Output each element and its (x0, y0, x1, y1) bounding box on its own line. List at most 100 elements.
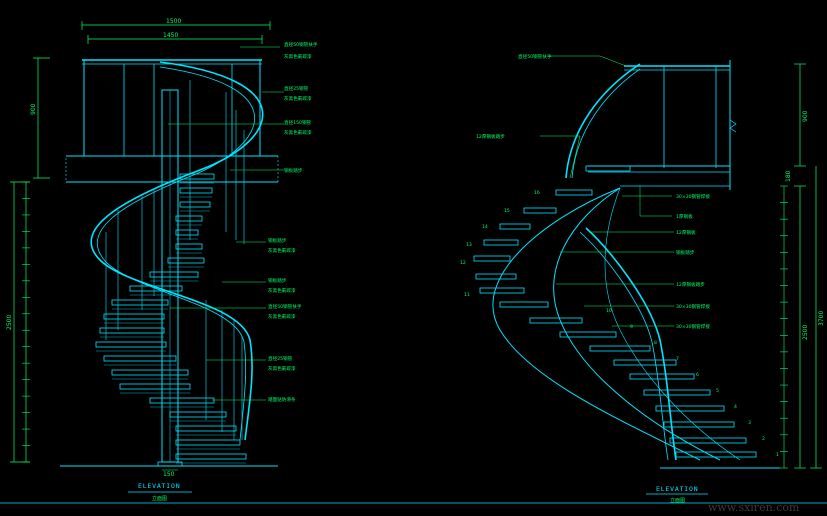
dim-right-2500: 2500 (802, 325, 809, 340)
right-step (613, 359, 677, 366)
left-step (103, 313, 165, 324)
left-note-16: 踏面贴防滑条 (268, 396, 296, 403)
step-number-4: 4 (734, 404, 737, 410)
step-number-8: 8 (654, 340, 657, 346)
right-step (483, 239, 519, 246)
step-number-5: 5 (716, 388, 719, 394)
left-step (95, 341, 167, 352)
left-note-3: 直径25钢管 (284, 85, 309, 92)
right-step (643, 389, 711, 396)
step-number-6: 6 (696, 372, 699, 378)
right-step (529, 317, 583, 324)
step-number-11: 11 (464, 292, 470, 298)
left-step (167, 257, 205, 268)
left-note-14: 直径25钢管 (268, 355, 293, 362)
dim-right-900: 900 (802, 110, 809, 122)
right-step (473, 255, 511, 262)
left-elevation: 1500 1450 900 2500 (6, 18, 318, 502)
left-step (99, 327, 165, 338)
left-note-9: 灰黑色氟碳漆 (268, 247, 296, 254)
left-step (175, 453, 247, 464)
right-step (585, 165, 631, 172)
left-note-13: 灰黑色氟碳漆 (268, 313, 296, 320)
left-notes: 直径50钢管扶手 灰黑色氟碳漆 直径25钢管 灰黑色氟碳漆 直径150钢管 灰黑… (268, 41, 318, 403)
left-step (149, 397, 215, 408)
right-step (589, 345, 651, 352)
step-number-1: 1 (776, 452, 779, 458)
left-step (175, 243, 203, 254)
left-note-2: 灰黑色氟碳漆 (284, 53, 312, 60)
right-step (523, 207, 557, 214)
right-step (499, 223, 531, 230)
left-step (149, 271, 199, 282)
step-number-13: 13 (466, 242, 472, 248)
left-spiral-handrail (90, 61, 264, 441)
right-note-5: 12厚钢板 (676, 229, 696, 236)
right-step (675, 451, 757, 458)
left-upper-guardrail (82, 59, 262, 156)
right-note-4: 1厚钢板 (676, 213, 693, 220)
right-step (559, 331, 617, 338)
left-leaders (168, 46, 284, 401)
left-note-6: 灰黑色氟碳漆 (284, 129, 312, 136)
left-step (179, 201, 211, 212)
left-step (175, 215, 203, 226)
left-note-15: 灰黑色氟碳漆 (268, 365, 296, 372)
right-note-3: 30×30钢管焊接 (676, 193, 710, 200)
left-step (175, 439, 241, 450)
left-steps (95, 173, 247, 464)
left-note-11: 灰黑色氟碳漆 (268, 287, 296, 294)
dim-bottom-150: 150 (163, 471, 175, 478)
right-step (499, 301, 549, 308)
right-step (475, 273, 517, 280)
left-floor-slab (65, 155, 279, 183)
right-steps (473, 165, 757, 458)
right-side-dimensions: 900 2500 3700 180 (780, 63, 825, 469)
left-view-title: ELEVATION (138, 482, 180, 490)
right-notes: 直径50钢管扶手 12厚钢板踏步 30×30钢管焊接 1厚钢板 12厚钢板 钢板… (476, 53, 710, 330)
left-step (169, 411, 227, 422)
step-number-2: 2 (762, 436, 765, 442)
left-step (175, 425, 237, 436)
left-step (119, 383, 191, 394)
left-note-10: 钢板踏步 (268, 277, 287, 284)
left-central-column (157, 89, 183, 467)
dim-right-180: 180 (785, 170, 792, 182)
left-note-7: 钢板踏步 (284, 167, 303, 174)
left-step (111, 369, 189, 380)
right-step (629, 373, 695, 380)
dim-left-2500: 2500 (6, 315, 13, 330)
right-leaders (540, 55, 674, 327)
left-view-subtitle: 立面图 (152, 495, 167, 502)
left-top-dimensions: 1500 1450 (81, 18, 271, 44)
dim-top-1500: 1500 (166, 18, 181, 25)
right-view-subtitle: 立面图 (670, 497, 685, 504)
left-note-8: 钢板踏步 (268, 237, 287, 244)
right-note-9: 30×30钢管焊接 (676, 323, 710, 330)
watermark: www.sxiren.com (708, 501, 800, 514)
dim-left-900: 900 (30, 103, 37, 115)
left-step (175, 229, 199, 240)
right-note-6: 钢板踏步 (676, 249, 695, 256)
dim-right-3700: 3700 (818, 311, 825, 326)
right-step (663, 421, 735, 428)
right-upper-guardrail (588, 60, 737, 190)
step-number-12: 12 (460, 260, 466, 266)
right-note-8: 30×30钢管焊接 (676, 303, 710, 310)
right-note-7: 12厚钢板踏步 (676, 281, 705, 288)
step-number-16: 16 (534, 190, 540, 196)
left-step (179, 187, 213, 198)
right-note-1: 直径50钢管扶手 (518, 53, 552, 60)
right-view-title: ELEVATION (656, 485, 698, 493)
step-number-10: 10 (606, 308, 612, 314)
step-number-14: 14 (482, 224, 488, 230)
right-note-2: 12厚钢板踏步 (476, 133, 505, 140)
left-note-12: 直径50钢管扶手 (268, 303, 302, 310)
step-number-3: 3 (748, 420, 751, 426)
step-number-9: 9 (630, 324, 633, 330)
step-number-7: 7 (676, 356, 679, 362)
right-step (655, 405, 725, 412)
right-step (669, 437, 747, 444)
left-note-5: 直径150钢管 (284, 119, 312, 126)
